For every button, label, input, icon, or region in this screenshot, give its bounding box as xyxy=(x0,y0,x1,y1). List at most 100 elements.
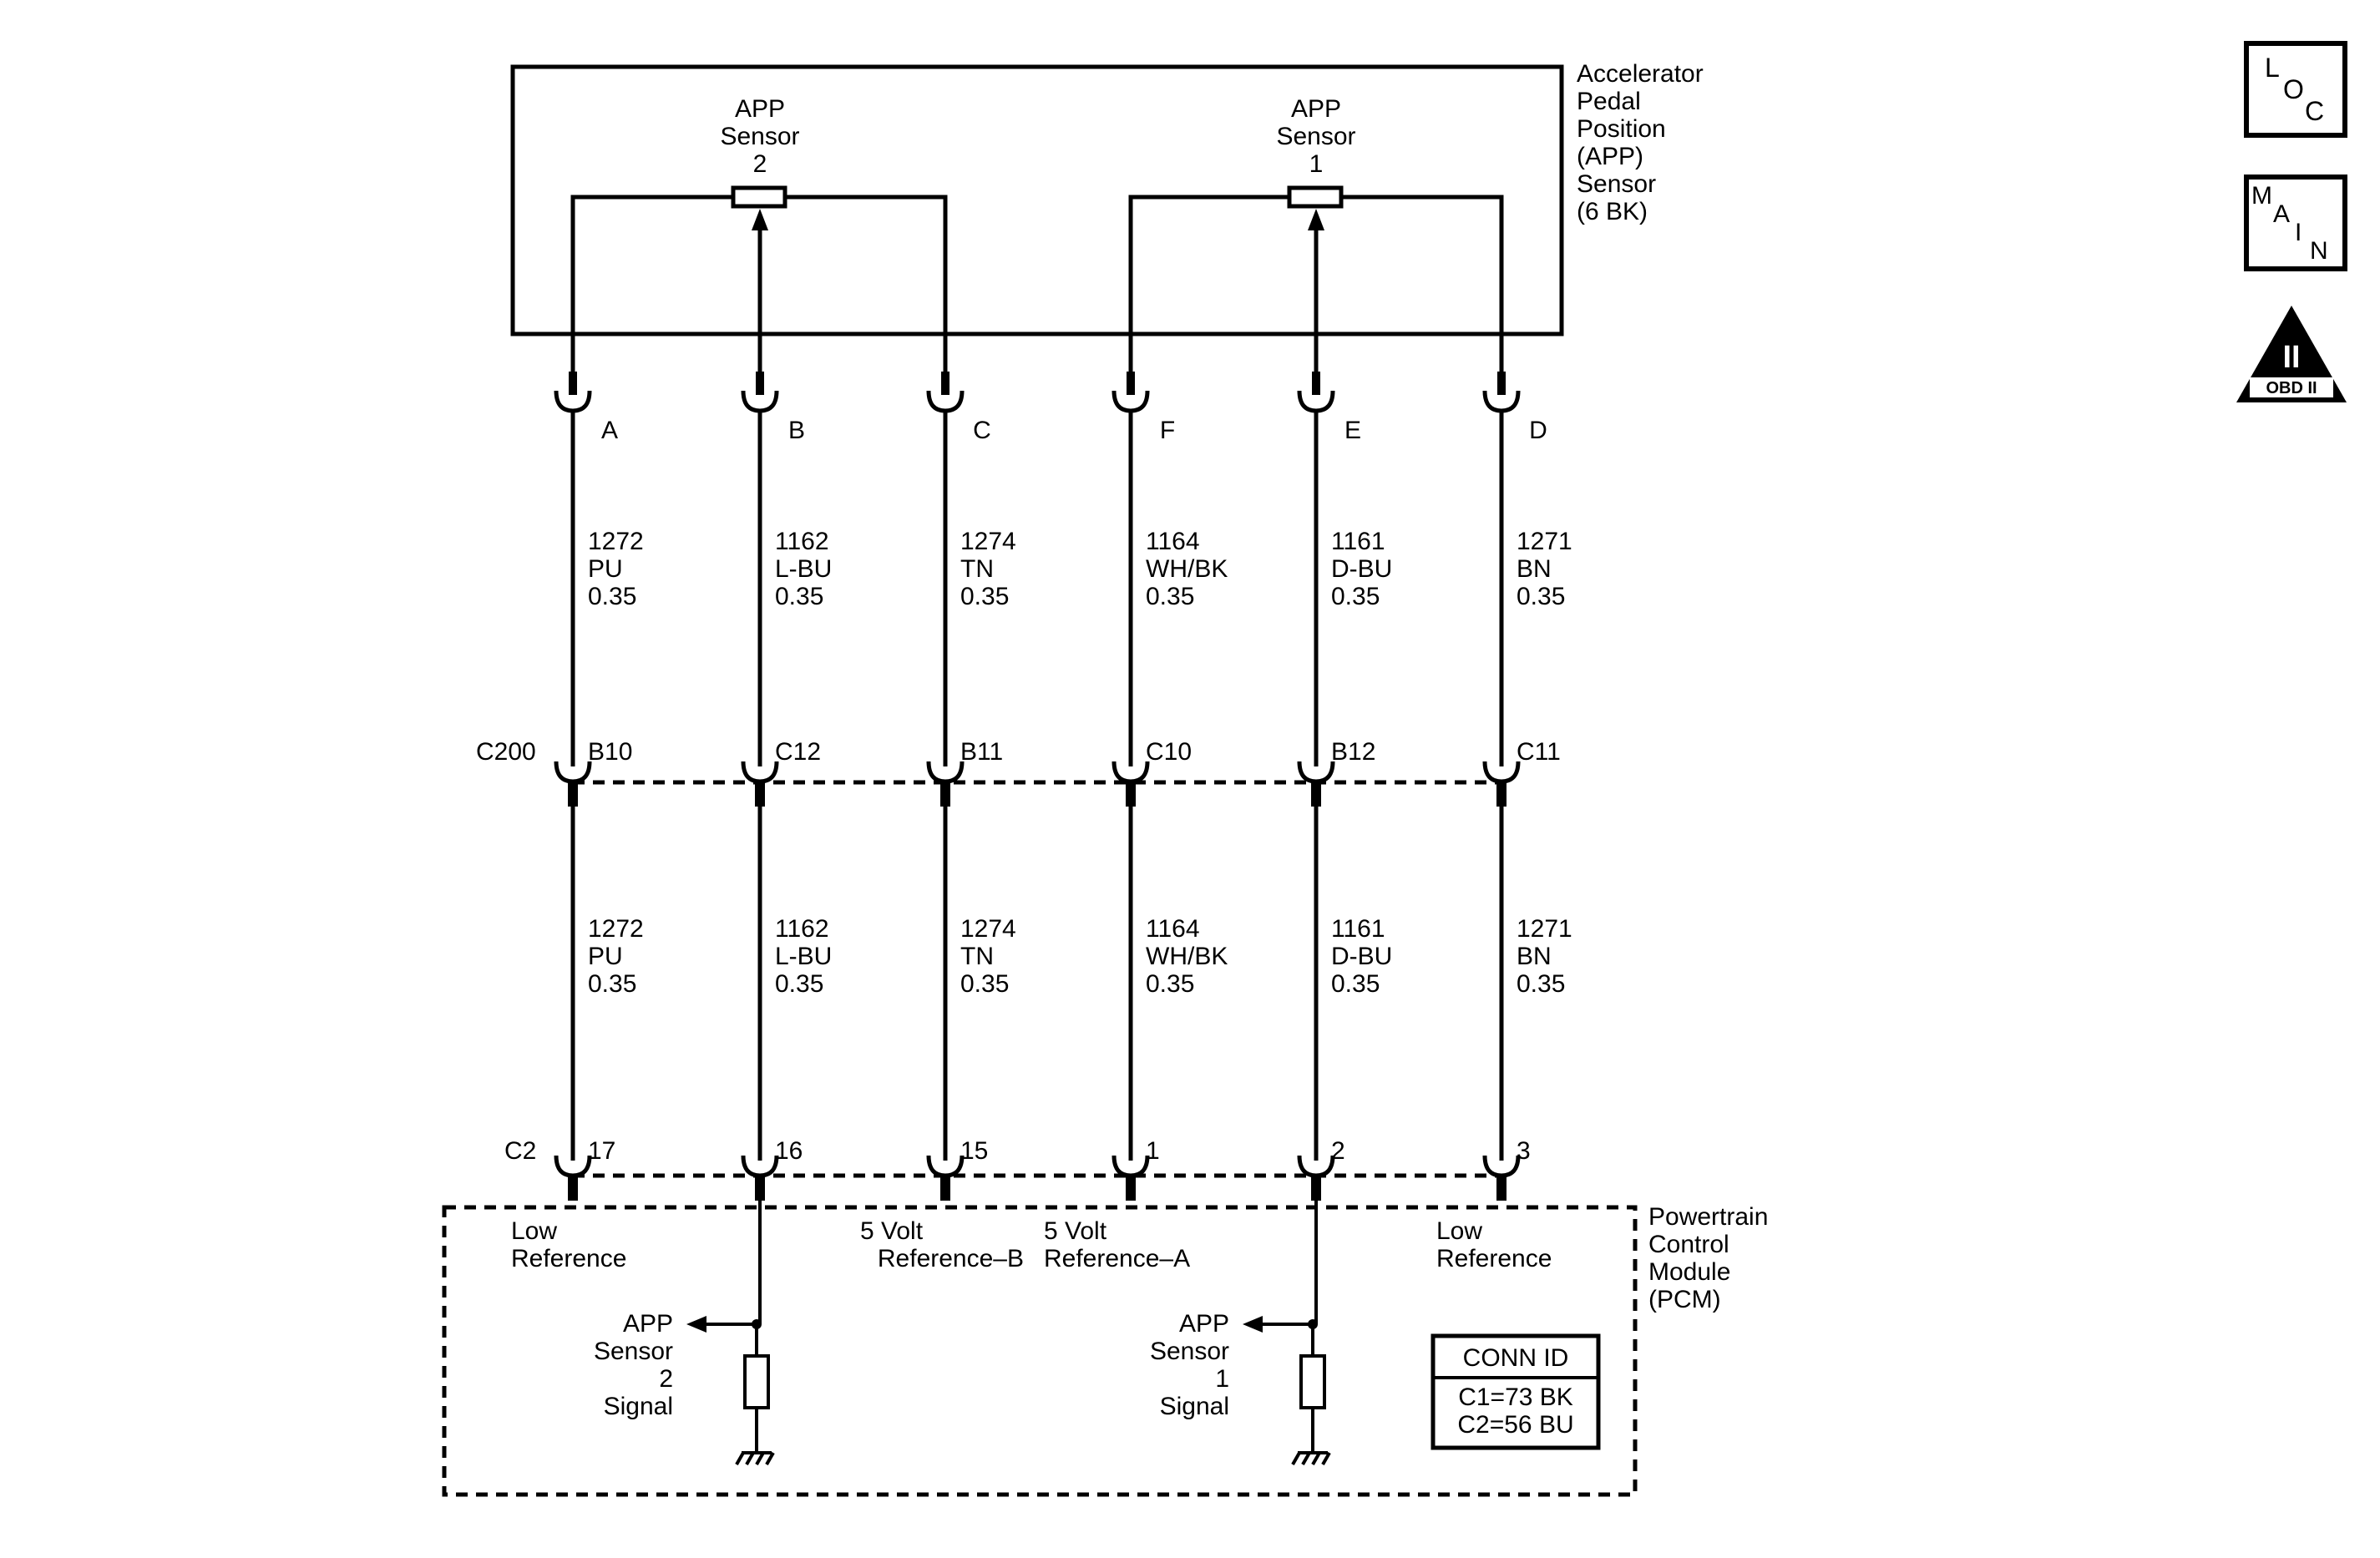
pcm-terminal-text: 5 Volt xyxy=(860,1217,924,1245)
sensor-1-resistor-circuit xyxy=(1128,195,1504,372)
sensor-pin-terminal xyxy=(1312,372,1320,395)
sensor-2-label-line: Sensor xyxy=(720,123,799,150)
sensor-2-label-line: 2 xyxy=(753,150,767,178)
signal-1-text: 1 xyxy=(1215,1365,1229,1393)
pcm-title-line: Control xyxy=(1648,1231,1729,1258)
pcm-terminal-text: Reference–B xyxy=(878,1245,1024,1272)
c200-pin-label: B11 xyxy=(960,738,1003,766)
sensor-2-label-line: APP xyxy=(735,95,785,123)
wire-color: L-BU xyxy=(775,943,832,970)
signal-2-text: Signal xyxy=(604,1393,673,1420)
sensor-2-resistor xyxy=(731,185,787,209)
wire-color: BN xyxy=(1517,943,1552,970)
loc-letter: O xyxy=(2283,74,2304,104)
pcm-terminal-text: 5 Volt xyxy=(1044,1217,1107,1245)
c2-pin-terminal xyxy=(1496,1176,1506,1201)
pcm-signal-1-circuit xyxy=(1243,1316,1331,1465)
pcm-title-line: (PCM) xyxy=(1648,1286,1721,1313)
pcm-title-line: Module xyxy=(1648,1258,1730,1286)
c200-pin-terminal xyxy=(1496,782,1506,807)
sensor-1-resistor xyxy=(1287,185,1344,209)
wire-color: BN xyxy=(1517,555,1552,583)
wire-gauge: 0.35 xyxy=(1331,970,1380,998)
sensor-pin-terminal xyxy=(756,372,764,395)
c2-label: C2 xyxy=(504,1137,536,1165)
signal-1-text: APP xyxy=(1179,1310,1229,1338)
sensor-pin-label: F xyxy=(1160,417,1175,444)
c2-pin-terminal xyxy=(1311,1176,1321,1201)
loc-icon[interactable]: L O C xyxy=(2244,41,2347,138)
c200-pin-label: C10 xyxy=(1146,738,1192,766)
app-sensor-title-line: (6 BK) xyxy=(1577,198,1648,225)
main-letter: M xyxy=(2251,182,2272,210)
wire-color: PU xyxy=(588,555,623,583)
pcm-terminal-text: Reference xyxy=(1436,1245,1552,1272)
pcm-pin-label: 3 xyxy=(1517,1137,1531,1165)
pcm-title-line: Powertrain xyxy=(1648,1203,1768,1231)
wire-color: PU xyxy=(588,943,623,970)
app-sensor-2-label: APP Sensor 2 xyxy=(720,95,799,178)
loc-letter: C xyxy=(2305,96,2324,126)
circuit-number: 1274 xyxy=(960,528,1016,555)
pcm-title: Powertrain Control Module (PCM) xyxy=(1648,1203,1768,1313)
pcm-pin-label: 16 xyxy=(775,1137,803,1165)
wire-gauge: 0.35 xyxy=(960,583,1009,610)
pcm-terminal-text: Low xyxy=(1436,1217,1482,1245)
signal-1-text: Signal xyxy=(1160,1393,1229,1420)
app-sensor-title-line: Sensor xyxy=(1577,170,1656,198)
c2-pin-terminal xyxy=(755,1176,765,1201)
c200-pin-terminal xyxy=(1126,782,1136,807)
conn-id-line: C2=56 BU xyxy=(1457,1411,1573,1439)
wire-columns: A1272PU0.35B101272PU0.3517B1162L-BU0.35C… xyxy=(554,372,1572,1324)
sensor-1-wiper-arrow xyxy=(1308,209,1324,230)
pcm-pin-label: 1 xyxy=(1146,1137,1160,1165)
app-sensor-1-label: APP Sensor 1 xyxy=(1276,95,1355,178)
obd-ii-icon[interactable]: II OBD II xyxy=(2236,306,2347,402)
pcm-signal-2-circuit xyxy=(686,1316,775,1465)
sensor-pin-terminal xyxy=(569,372,577,395)
obd-mark: II xyxy=(2282,340,2300,375)
pcm-pin-label: 17 xyxy=(588,1137,615,1165)
app-sensor-title: Accelerator Pedal Position (APP) Sensor … xyxy=(1577,60,1704,225)
c200-pin-terminal xyxy=(755,782,765,807)
circuit-number: 1164 xyxy=(1146,528,1200,555)
wire-gauge: 0.35 xyxy=(588,970,636,998)
c2-pin-terminal xyxy=(1126,1176,1136,1201)
c200-pin-terminal xyxy=(940,782,950,807)
c200-pin-terminal xyxy=(1311,782,1321,807)
conn-id-box: CONN ID C1=73 BK C2=56 BU xyxy=(1431,1333,1601,1450)
main-icon[interactable]: M A I N xyxy=(2244,175,2347,271)
signal-1-text: Sensor xyxy=(1150,1338,1229,1365)
sensor-pin-label: A xyxy=(601,417,618,444)
circuit-number: 1271 xyxy=(1517,528,1572,555)
circuit-number: 1162 xyxy=(775,528,829,555)
wire-gauge: 0.35 xyxy=(1517,583,1565,610)
wire-gauge: 0.35 xyxy=(1331,583,1380,610)
app-sensor-title-line: (APP) xyxy=(1577,143,1643,170)
circuit-number: 1272 xyxy=(588,915,644,943)
wire-gauge: 0.35 xyxy=(960,970,1009,998)
pcm-low-reference-1: Low Reference xyxy=(511,1217,626,1272)
signal-2-resistor xyxy=(743,1354,770,1409)
app-sensor-title-line: Position xyxy=(1577,115,1666,143)
pcm-terminal-text: Reference xyxy=(511,1245,626,1272)
wire-color: WH/BK xyxy=(1146,555,1228,583)
pcm-pin-label: 15 xyxy=(960,1137,988,1165)
main-letter: A xyxy=(2273,200,2290,228)
signal-2-text: Sensor xyxy=(594,1338,673,1365)
sensor-pin-terminal xyxy=(1127,372,1135,395)
wire-gauge: 0.35 xyxy=(775,970,823,998)
wire-color: TN xyxy=(960,555,994,583)
circuit-number: 1271 xyxy=(1517,915,1572,943)
obd-label: OBD II xyxy=(2266,379,2317,397)
sensor-pin-label: B xyxy=(788,417,805,444)
c2-pin-terminal xyxy=(568,1176,578,1201)
sensor-pin-label: C xyxy=(973,417,991,444)
wire-gauge: 0.35 xyxy=(775,583,823,610)
app-sensor-title-line: Pedal xyxy=(1577,88,1641,115)
pcm-low-reference-2: Low Reference xyxy=(1436,1217,1552,1272)
sensor-pin-label: D xyxy=(1529,417,1547,444)
